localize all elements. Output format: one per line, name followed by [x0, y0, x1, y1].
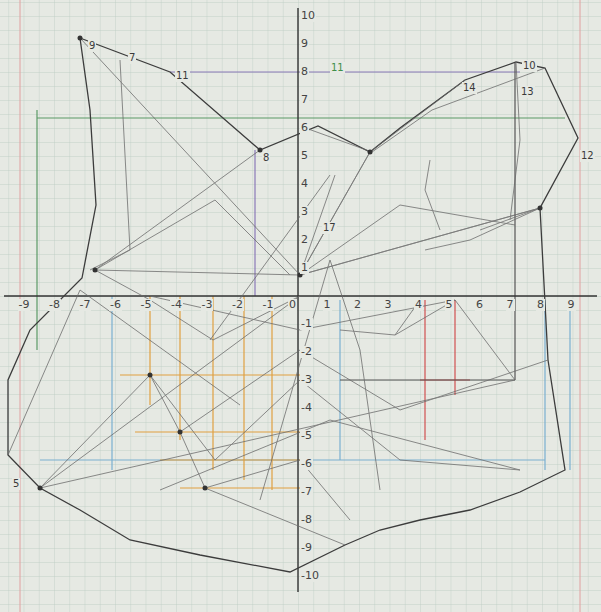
- axis-number: 5: [445, 299, 454, 311]
- point-label: 11: [175, 70, 190, 82]
- axis-number: -1: [262, 299, 275, 311]
- axis-number: 6: [475, 299, 484, 311]
- point-label: 14: [462, 82, 477, 94]
- axis-number: 10: [300, 10, 316, 22]
- axis-number: -6: [109, 299, 122, 311]
- axis-number: 6: [300, 122, 309, 134]
- axis-number: -2: [231, 299, 244, 311]
- axis-number: -10: [300, 570, 320, 582]
- point-label: 7: [128, 52, 136, 64]
- axis-number: -7: [300, 486, 313, 498]
- axis-number: 9: [300, 38, 309, 50]
- point-label: 9: [88, 40, 96, 52]
- axis-number: -4: [300, 402, 313, 414]
- axis-number: 8: [536, 299, 545, 311]
- axis-number: 2: [300, 234, 309, 246]
- outer-outline: [8, 38, 578, 572]
- axis-number: 1: [323, 299, 332, 311]
- axis-number: 3: [300, 206, 309, 218]
- axis-number: -8: [48, 299, 61, 311]
- axis-number: -9: [18, 299, 31, 311]
- point-label: 5: [12, 478, 20, 490]
- axis-number: 4: [414, 299, 423, 311]
- axis-number: 3: [384, 299, 393, 311]
- axis-number: 0: [288, 299, 297, 311]
- axis-number: 7: [300, 94, 309, 106]
- point-label: 13: [520, 86, 535, 98]
- axis-number: 5: [300, 150, 309, 162]
- axis-number: -8: [300, 514, 313, 526]
- axis-number: -2: [300, 346, 313, 358]
- point-label: 10: [522, 60, 537, 72]
- axis-number: 1: [300, 262, 309, 274]
- axis-number: -1: [300, 318, 313, 330]
- axis-number: -3: [300, 374, 313, 386]
- axis-number: -4: [170, 299, 183, 311]
- axis-number: -5: [300, 430, 313, 442]
- point-label: 12: [580, 150, 595, 162]
- axis-number: -7: [79, 299, 92, 311]
- axis-number: 9: [567, 299, 576, 311]
- point-label: 17: [322, 222, 337, 234]
- axis-number: 7: [506, 299, 515, 311]
- point-label: 8: [262, 152, 270, 164]
- axis-number: -5: [140, 299, 153, 311]
- axis-number: -9: [300, 542, 313, 554]
- axis-number: 8: [300, 66, 309, 78]
- point-label: 11: [330, 62, 345, 74]
- axis-number: 4: [300, 178, 309, 190]
- axis-number: 2: [353, 299, 362, 311]
- axis-number: -6: [300, 458, 313, 470]
- axis-number: -3: [201, 299, 214, 311]
